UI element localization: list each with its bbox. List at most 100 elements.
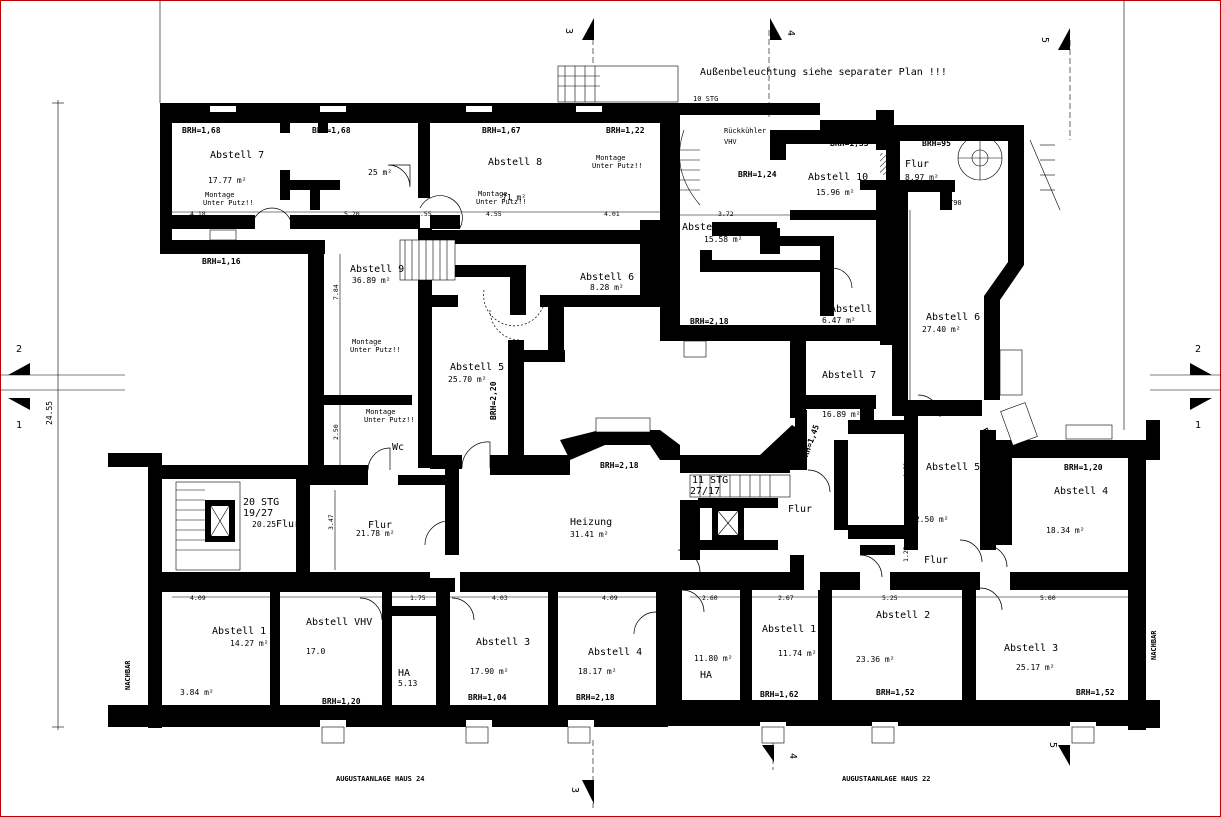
svg-text:3: 3 [569, 787, 580, 793]
room-area: 8.97 m² [905, 173, 939, 182]
room-name: Abstell 4 [1054, 486, 1108, 497]
montage-note: Montage [478, 190, 508, 198]
room-name: Abstell 7 [822, 370, 876, 381]
svg-text:1.25: 1.25 [902, 546, 910, 562]
section-marker-3-top: 3 [563, 18, 594, 40]
hatched-shaft [880, 153, 890, 175]
doors [251, 164, 1008, 635]
room-name: Abstell 9 [350, 264, 404, 275]
room-area: 17.90 m² [470, 667, 509, 676]
svg-text:3.47: 3.47 [327, 514, 335, 530]
svg-text:4.09: 4.09 [190, 594, 206, 602]
stair-label-line1: 20 STG [243, 497, 279, 508]
svg-text:5: 5 [1047, 742, 1058, 748]
svg-text:5.25: 5.25 [882, 594, 898, 602]
stair-right-box [689, 474, 791, 541]
brh-label: BRH=1,68 [182, 126, 221, 135]
vhv-label: VHV [724, 138, 737, 146]
svg-text:7.84: 7.84 [332, 284, 340, 300]
room-name: Abstell 1 [212, 626, 266, 637]
svg-text:1: 1 [16, 420, 22, 431]
room-area: 15.96 m² [816, 188, 855, 197]
stair-label-line2: 16/27 [693, 104, 714, 112]
room-area: 22.50 m² [910, 515, 949, 524]
montage-note: Montage [366, 408, 396, 416]
room-name: Abstell 4 [588, 647, 642, 658]
room-area: 18.34 m² [1046, 526, 1085, 535]
svg-text:5.20: 5.20 [344, 210, 360, 218]
room-name: Abstell 10 [808, 172, 868, 183]
overall-height-dimension: 24.55 [45, 401, 54, 425]
flur-label-left: Flur [276, 519, 300, 530]
stair-label-line1: 11 STG [692, 475, 728, 486]
lighting-note: Außenbeleuchtung siehe separater Plan !!… [700, 67, 947, 78]
svg-text:2.60: 2.60 [702, 594, 718, 602]
room-name: HA [700, 670, 712, 681]
room-area: 17.77 m² [208, 176, 247, 185]
section-marker-4-top: 4 [770, 18, 796, 40]
room-name: Abstell 9 [682, 222, 736, 233]
room-area: 25.70 m² [448, 375, 487, 384]
brh-label: BRH=2,18 [690, 317, 729, 326]
room-area: 23.36 m² [856, 655, 895, 664]
brh-label: BRH=2,18 [576, 693, 615, 702]
brh-label: BRH=1,52 [876, 688, 915, 697]
room-area: 25 m² [368, 168, 392, 177]
stair-label-line1: 10 STG [693, 95, 718, 103]
montage-note: Unter Putz!! [476, 198, 527, 206]
svg-text:5.60: 5.60 [1040, 594, 1056, 602]
svg-text:8.36: 8.36 [902, 284, 910, 300]
neighbor-label-left: NACHBAR [124, 660, 132, 690]
stair-right-top [679, 129, 701, 206]
section-marker-5-top: 5 [1039, 28, 1070, 50]
internal-dimension-lines [172, 210, 1130, 598]
room-area: 8.28 m² [590, 283, 624, 292]
section-marker-4-bottom: 4 [762, 745, 798, 762]
svg-text:4: 4 [785, 30, 796, 36]
room-area: 17.0 [306, 647, 325, 656]
room-area: 36.89 m² [352, 276, 391, 285]
room-area: 5.13 [398, 679, 417, 688]
brh-label: BRH=1,52 [1076, 688, 1115, 697]
stair-top [557, 65, 679, 103]
brh-label: BRH=1,20 [322, 697, 361, 706]
street-label-left: AUGUSTAANLAGE HAUS 24 [336, 775, 425, 783]
room-name: HA [398, 668, 410, 679]
room-area: 14.27 m² [230, 639, 269, 648]
outdoor-fixtures-right [1029, 139, 1061, 211]
neighbor-label-right: NACHBAR [1150, 630, 1158, 660]
stair-label-line2: 27/17 [690, 486, 720, 497]
montage-note: Montage [352, 338, 382, 346]
room-name: Flur [368, 520, 392, 531]
room-area: 3.84 m² [180, 688, 214, 697]
svg-text:4.61: 4.61 [902, 462, 910, 478]
stair-left-box [175, 481, 241, 571]
svg-text:2.67: 2.67 [778, 594, 794, 602]
room-name: Abstell 3 [1004, 643, 1058, 654]
svg-text:.55: .55 [420, 210, 432, 218]
brh-label: BRH=1,22 [606, 126, 645, 135]
room-name: Abstell 5 [926, 462, 980, 473]
room-area: 21.78 m² [356, 529, 395, 538]
svg-text:2.50: 2.50 [332, 424, 340, 440]
svg-text:5: 5 [1039, 37, 1050, 43]
brh-label: BRH=1,04 [468, 693, 507, 702]
room-name: Abstell 1 [762, 624, 816, 635]
svg-text:3.81: 3.81 [826, 210, 842, 218]
window-boxes [209, 229, 1113, 744]
svg-text:4.55: 4.55 [486, 210, 502, 218]
section-marker-1-left: 1 [8, 398, 30, 431]
brh-label: BRH=1,33 [830, 139, 869, 148]
room-name: Abstell 2 [876, 610, 930, 621]
brh-label: BRH=2,20 [489, 381, 498, 420]
brh-label: BRH=1,24 [738, 170, 777, 179]
room-name: Abstell 6 [926, 312, 980, 323]
section-marker-5-bottom: 5 [1047, 742, 1070, 766]
t90-label: T90 [949, 199, 962, 207]
svg-text:4.03: 4.03 [492, 594, 508, 602]
section-marker-2-left: 2 [8, 344, 30, 375]
rueckkuehler-label: Rückkühler [724, 127, 766, 135]
room-name: Heizung [570, 517, 612, 528]
room-name: Abstell VHV [306, 617, 372, 628]
